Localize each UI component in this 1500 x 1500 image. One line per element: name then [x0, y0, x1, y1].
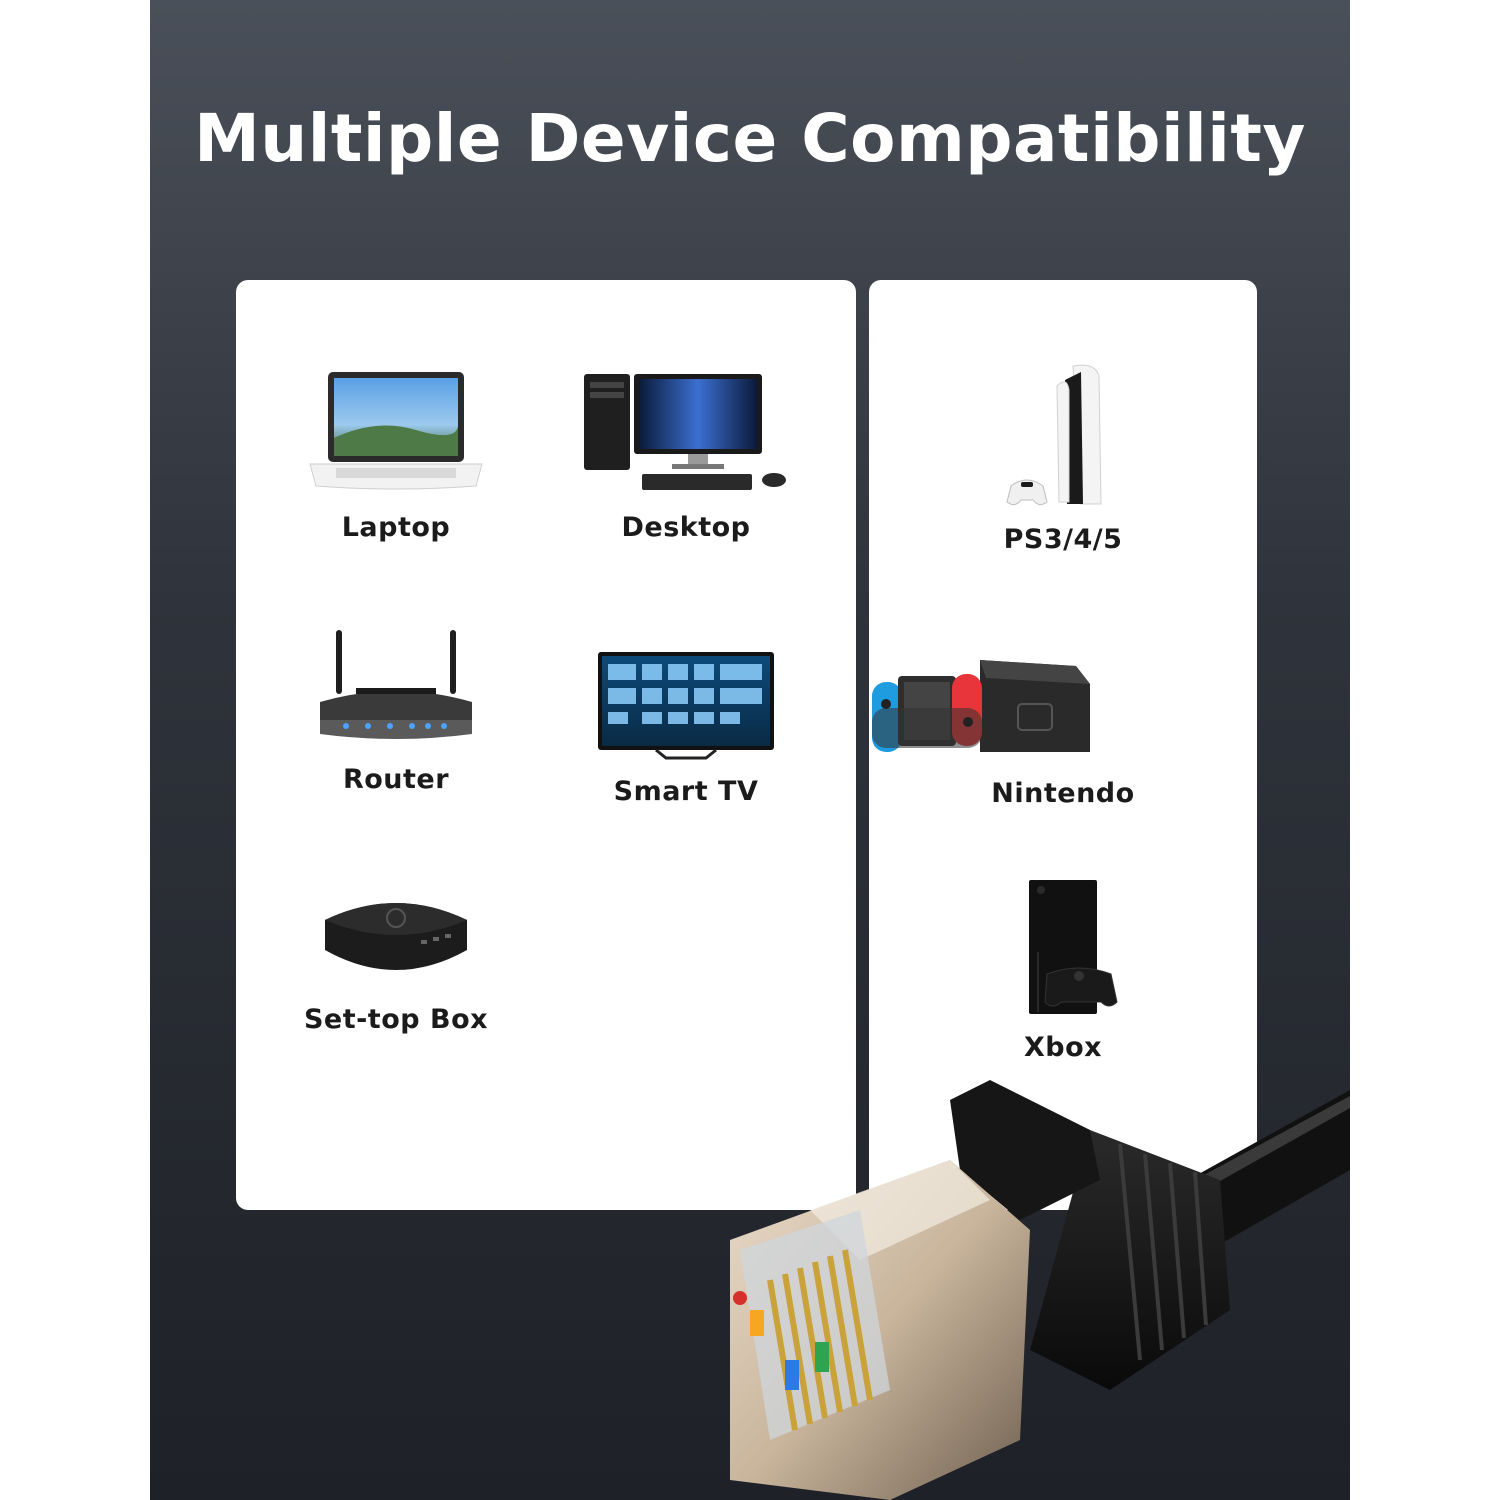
- playstation-icon: [1006, 364, 1102, 506]
- ethernet-cable-image: [730, 1080, 1350, 1500]
- device-xbox: Xbox: [923, 878, 1203, 1063]
- device-nintendo: Nintendo: [872, 652, 1203, 809]
- device-playstation: PS3/4/5: [923, 362, 1203, 555]
- device-laptop: Laptop: [256, 368, 536, 543]
- desktop-icon: [584, 374, 786, 490]
- device-label: Set-top Box: [303, 1004, 489, 1035]
- device-set-top-box: Set-top Box: [256, 890, 536, 1035]
- devices-card-right: PS3/4/5 Nintendo Xbox: [869, 280, 1257, 1210]
- xbox-icon: [1029, 880, 1118, 1014]
- laptop-icon: [309, 372, 483, 490]
- page-title: Multiple Device Compatibility: [194, 100, 1306, 177]
- router-icon: [320, 630, 472, 739]
- device-desktop: Desktop: [546, 368, 826, 543]
- device-label: Smart TV: [613, 776, 759, 807]
- device-router: Router: [256, 630, 536, 795]
- nintendo-switch-icon: [872, 660, 1090, 752]
- device-label: Laptop: [341, 512, 451, 543]
- device-label: Desktop: [621, 512, 751, 543]
- device-label: Router: [342, 764, 450, 795]
- device-label: Xbox: [1023, 1032, 1103, 1063]
- device-smart-tv: Smart TV: [546, 650, 826, 807]
- device-label: Nintendo: [991, 778, 1135, 809]
- smart-tv-icon: [598, 652, 774, 760]
- device-label: PS3/4/5: [1003, 524, 1123, 555]
- set-top-box-icon: [325, 903, 467, 970]
- devices-card-left: Laptop Desktop: [236, 280, 856, 1210]
